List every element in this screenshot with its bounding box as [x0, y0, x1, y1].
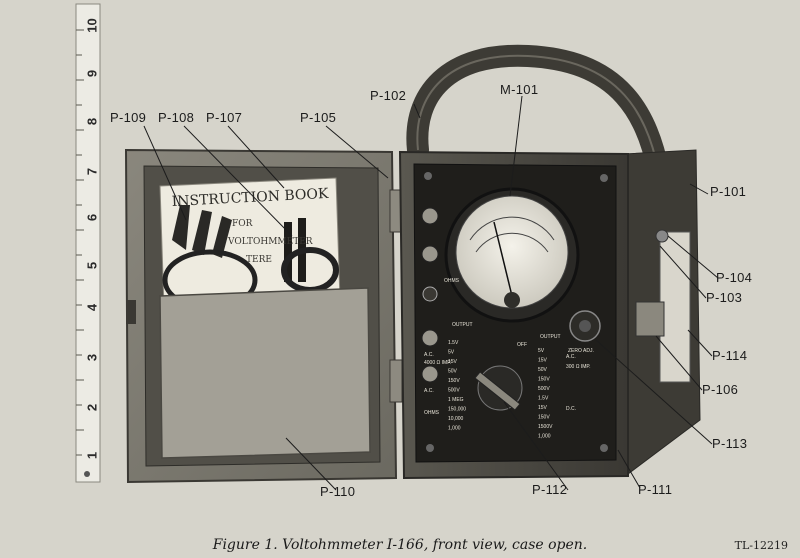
panel-output-label-right: OUTPUT: [540, 334, 561, 340]
figure-reference-number: TL-12219: [734, 539, 788, 552]
panel-imp-right: 300 Ω IMP.: [566, 364, 591, 370]
left-range-label: 1.5V: [448, 340, 459, 346]
ruler-number: 9: [84, 69, 100, 78]
callout-p108: P-108: [158, 110, 195, 125]
ruler-number: 5: [84, 261, 100, 270]
side-nameplate: [659, 231, 691, 383]
callout-p112: P-112: [532, 482, 568, 497]
callout-p109: P-109: [110, 110, 147, 125]
leader-lines: [143, 95, 719, 491]
right-range-label: 1,000: [538, 434, 551, 440]
panel-output-label: OUTPUT: [452, 322, 473, 328]
book-line2: VOLTOHMMETER: [227, 237, 313, 247]
callout-p114: P-114: [712, 348, 748, 363]
ruler-number: 3: [84, 353, 100, 362]
case-body: OHMS OUTPUT OUTPUT OFF ZERO ADJ. A.C. 40…: [398, 149, 701, 480]
meter-face: [455, 195, 569, 309]
callout-p104: P-104: [716, 270, 753, 285]
right-range-scale: 5V 15V 50V 150V 500V 1.5V 15V 150V 1500V 1,000: [538, 348, 553, 440]
ruler-number: 8: [84, 117, 100, 126]
left-range-label: 10,000: [448, 416, 464, 422]
ruler-number: 7: [84, 167, 100, 176]
ruler-number: 6: [84, 213, 100, 222]
ruler: [75, 3, 101, 483]
left-range-label: 5V: [448, 350, 455, 356]
right-range-label: 150V: [538, 415, 550, 421]
callout-p106: P-106: [702, 382, 739, 397]
right-range-label: 150V: [538, 377, 550, 383]
callout-m101: M-101: [500, 82, 539, 97]
left-range-label: 1 MEG: [448, 397, 464, 403]
panel-imp-left: 4000 Ω IMP.: [424, 360, 451, 366]
figure-caption: Figure 1. Voltohmmeter I-166, front view…: [212, 537, 588, 553]
lid-pocket: [159, 287, 371, 459]
left-range-label: 50V: [448, 369, 458, 375]
book-line3: TERE: [246, 255, 272, 265]
right-range-label: 50V: [538, 367, 548, 373]
panel-ac-left: A.C.: [424, 352, 434, 358]
right-range-label: 500V: [538, 386, 550, 392]
panel-dc-right: D.C.: [566, 406, 576, 412]
left-range-label: 1,000: [448, 426, 461, 432]
right-range-label: 15V: [538, 405, 548, 411]
callout-p113: P-113: [712, 436, 748, 451]
ruler-number: 1: [84, 451, 100, 460]
callout-p110: P-110: [320, 484, 356, 499]
left-range-scale: 1.5V 5V 15V 50V 150V 500V 1 MEG 150,000 10,000 1,…: [448, 340, 466, 432]
left-range-label: 15V: [448, 359, 458, 365]
meter-needle: [493, 221, 513, 297]
callout-p105: P-105: [300, 110, 337, 125]
callout-p107: P-107: [206, 110, 243, 125]
panel-ohms-label: OHMS: [444, 278, 460, 284]
right-range-label: 15V: [538, 358, 548, 364]
panel-ohms-left: OHMS: [424, 410, 440, 416]
book-line1: FOR: [232, 219, 253, 229]
callout-p111: P-111: [638, 482, 673, 497]
right-range-label: 5V: [538, 348, 545, 354]
ruler-number: 4: [84, 303, 100, 312]
left-range-label: 150V: [448, 378, 460, 384]
right-range-label: 1500V: [538, 424, 553, 430]
right-range-label: 1.5V: [538, 396, 549, 402]
panel-ac-right: A.C.: [566, 354, 576, 360]
callout-p103: P-103: [706, 290, 743, 305]
left-range-label: 150,000: [448, 407, 466, 413]
ruler-number: 2: [84, 403, 100, 412]
panel-zero-adj-label: ZERO ADJ.: [568, 348, 594, 354]
panel-off-label: OFF: [517, 342, 527, 348]
callout-p101: P-101: [710, 184, 747, 199]
side-latch: [635, 301, 665, 337]
case-lid: [124, 148, 403, 484]
panel-ac-left-2: A.C.: [424, 388, 434, 394]
left-range-label: 500V: [448, 388, 460, 394]
callout-p102: P-102: [370, 88, 407, 103]
ruler-number: 10: [84, 18, 100, 33]
